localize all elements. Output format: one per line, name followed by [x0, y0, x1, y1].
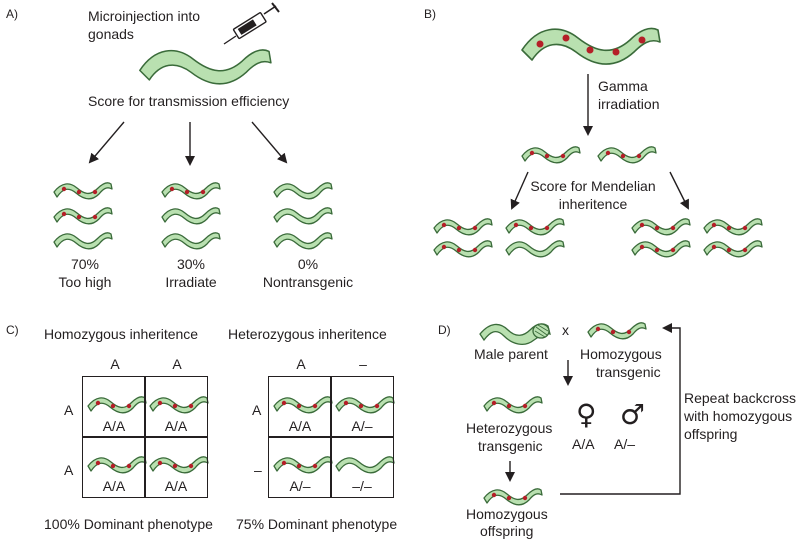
female-symbol-icon: ♀	[576, 398, 597, 431]
heterozygous-transgenic-line1: Heterozygous	[466, 420, 553, 436]
homozygous-offspring-line2: offspring	[480, 523, 534, 539]
worm-cluster-right	[632, 219, 762, 257]
mendelian-score-line2: inheritence	[558, 196, 628, 212]
repeat-backcross-line3: offspring	[684, 426, 738, 442]
worm-cluster-left	[434, 219, 565, 258]
homo-cell-2: A/A	[164, 418, 188, 434]
homo-cell-3: A/A	[102, 478, 126, 494]
homozygous-punnett-grid	[82, 376, 208, 498]
heterozygous-worm	[484, 397, 542, 413]
hetero-col-2: –	[359, 356, 367, 372]
hetero-cell-2: A/–	[351, 418, 373, 434]
homo-col-1: A	[110, 356, 120, 372]
homozygous-parent-worm	[588, 323, 646, 339]
hetero-col-1: A	[296, 356, 306, 372]
heterozygous-result: 75% Dominant phenotype	[236, 516, 398, 532]
microinjection-label-line1: Microinjection into	[88, 8, 201, 24]
panel-a-tag: A)	[6, 7, 18, 21]
outcome-70-percent: 70%	[70, 256, 100, 272]
panel-d	[479, 323, 681, 505]
outcome-30-percent: 30%	[176, 256, 206, 272]
worm-stack-30	[161, 183, 221, 250]
panel-b	[434, 28, 762, 258]
panel-a	[53, 2, 333, 250]
homozygous-result: 100% Dominant phenotype	[44, 516, 213, 532]
arrow-b-right	[669, 171, 689, 210]
hetero-cell-4: –/–	[352, 478, 372, 494]
cross-symbol: x	[562, 322, 569, 338]
male-parent-worm	[479, 323, 551, 346]
homozygous-transgenic-line1: Homozygous	[580, 346, 662, 362]
syringe-icon	[223, 2, 280, 45]
homo-row-2: A	[64, 462, 74, 478]
arrow-a-right	[251, 121, 288, 164]
outcome-0-percent: 0%	[297, 256, 319, 272]
heterozygous-title: Heterozygous inheritence	[228, 326, 387, 342]
homozygous-offspring-worm	[484, 489, 542, 505]
heterozygous-transgenic-line2: transgenic	[478, 438, 543, 454]
irradiated-worm	[522, 28, 660, 64]
female-genotype: A/A	[572, 436, 595, 452]
homozygous-title: Homozygous inheritence	[44, 326, 199, 342]
homozygous-transgenic-line2: transgenic	[596, 364, 661, 380]
male-symbol-icon: ♂	[620, 398, 646, 431]
homo-cell-1: A/A	[102, 418, 126, 434]
arrow-b-left	[510, 171, 529, 210]
outcome-30-label: Irradiate	[165, 274, 217, 290]
outcome-70-label: Too high	[58, 274, 112, 290]
backcross-loop-arrow	[560, 323, 681, 495]
heterozygous-punnett-grid	[268, 376, 394, 498]
repeat-backcross-line2: with homozygous	[684, 408, 793, 424]
panel-c-tag: C)	[6, 323, 19, 337]
hetero-cell-1: A/A	[288, 418, 312, 434]
homo-cell-4: A/A	[164, 478, 188, 494]
homo-row-1: A	[64, 402, 74, 418]
homo-col-2: A	[172, 356, 182, 372]
worm-stack-70	[53, 183, 113, 250]
gamma-label-line2: irradiation	[598, 96, 660, 112]
hetero-cell-3: A/–	[289, 478, 311, 494]
male-genotype: A/–	[614, 436, 636, 452]
transmission-score-label: Score for transmission efficiency	[88, 93, 290, 109]
microinjection-label-line2: gonads	[88, 26, 134, 42]
panel-d-tag: D)	[438, 323, 451, 337]
arrow-a-left	[88, 121, 125, 164]
homozygous-offspring-line1: Homozygous	[466, 506, 548, 522]
repeat-backcross-line1: Repeat backcross	[684, 390, 797, 406]
gamma-label-line1: Gamma	[598, 78, 648, 94]
male-parent-label: Male parent	[474, 346, 548, 362]
outcome-0-label: Nontransgenic	[262, 274, 354, 290]
worm-stack-0	[273, 182, 333, 250]
mendelian-score-line1: Score for Mendelian	[530, 178, 656, 194]
panel-b-tag: B)	[424, 7, 436, 21]
hetero-row-1: A	[252, 402, 262, 418]
irradiated-progeny	[522, 147, 656, 163]
hetero-row-2: –	[254, 462, 262, 478]
injected-worm	[139, 49, 272, 85]
